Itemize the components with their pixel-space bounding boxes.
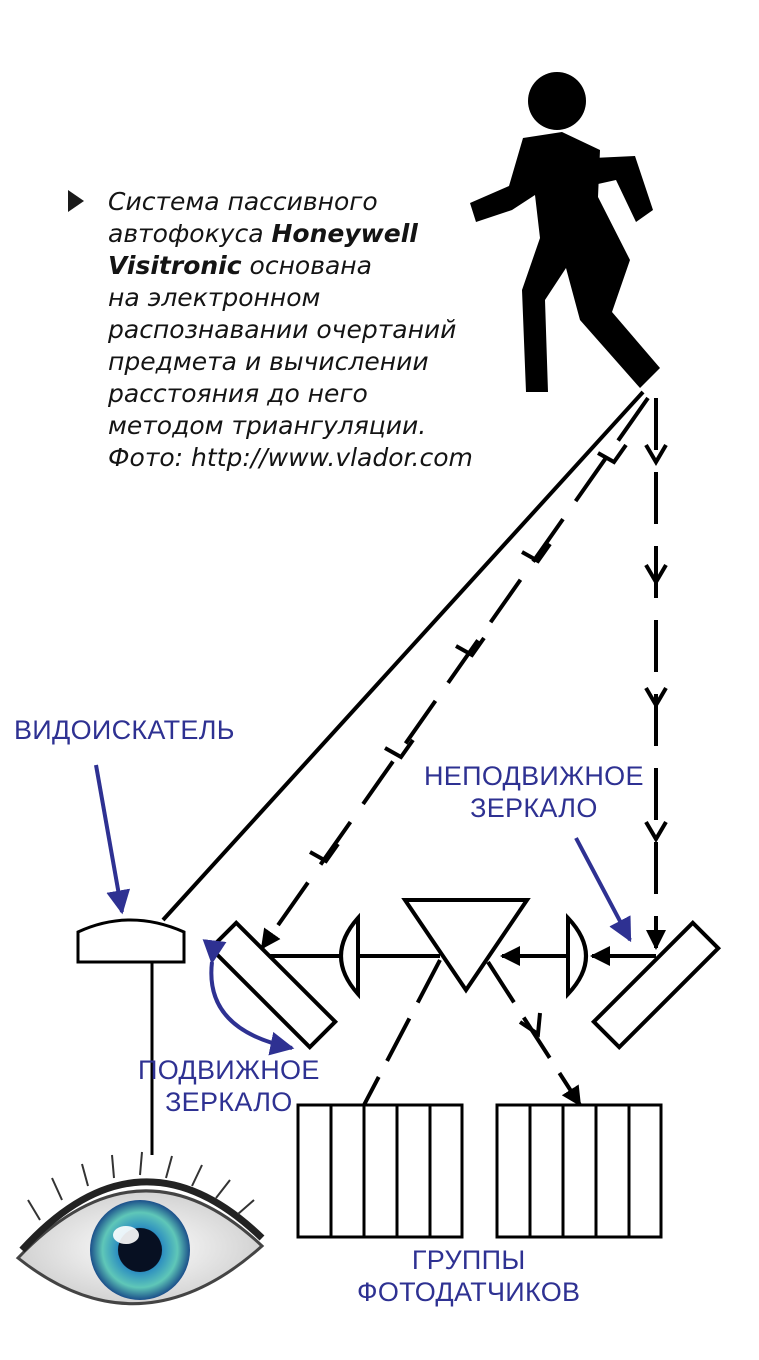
caption-line: распознавании очертаний	[108, 315, 457, 344]
ray-arrowhead	[521, 542, 552, 564]
prism	[401, 898, 531, 994]
right-lens	[566, 912, 588, 1000]
sensor-ray-left	[362, 959, 442, 1106]
ray-arrowhead	[597, 443, 628, 465]
viewfinder	[76, 918, 186, 1155]
caption-line: автофокуса Honeywell	[108, 219, 418, 248]
caption-line: Фото: http://www.vlador.com	[108, 443, 473, 472]
caption-line: методом триангуляции.	[108, 411, 427, 440]
caption-line: Visitronic основана	[108, 251, 372, 280]
triangle-bullet-icon	[68, 190, 84, 212]
viewfinder-ray	[161, 390, 645, 922]
ray-arrowhead	[455, 636, 486, 658]
movable-mirror-ray	[260, 396, 650, 950]
viewfinder-pointer	[94, 764, 131, 915]
movable-mirror-motion-arrow	[202, 939, 295, 1056]
optical-rays	[161, 390, 668, 1107]
photosensor-group-left	[296, 1103, 464, 1239]
ray-arrowhead	[644, 686, 668, 709]
caption-line: предмета и вычислении	[108, 347, 429, 376]
photosensor-group-right	[495, 1103, 663, 1239]
label-pointers	[94, 764, 632, 1056]
fixed-mirror-pointer	[574, 837, 632, 943]
viewfinder-label: ВИДОИСКАТЕЛЬ	[14, 715, 235, 745]
ray-arrowhead	[309, 842, 340, 864]
left-lens	[339, 912, 360, 1000]
caption-line: на электронном	[108, 283, 321, 312]
fixed-mirror-label: НЕПОДВИЖНОЕ ЗЕРКАЛО	[424, 761, 644, 823]
eye-icon	[15, 1151, 265, 1306]
ray-arrowhead	[518, 1012, 542, 1038]
fixed-mirror	[590, 919, 722, 1051]
caption-line: расстояния до него	[108, 379, 368, 408]
movable-mirror-label: ПОДВИЖНОЕ ЗЕРКАЛО	[138, 1055, 320, 1117]
walking-person-icon	[470, 72, 660, 392]
ray-arrowhead	[384, 738, 415, 760]
caption-text: Система пассивного автофокуса Honeywell …	[108, 186, 528, 474]
movable-mirror	[207, 919, 339, 1051]
photosensors-label: ГРУППЫ ФОТОДАТЧИКОВ	[357, 1245, 581, 1307]
ray-arrowhead	[644, 443, 668, 466]
ray-arrowhead	[644, 820, 668, 843]
ray-arrowhead	[644, 563, 668, 586]
caption-line: Система пассивного	[108, 187, 378, 216]
